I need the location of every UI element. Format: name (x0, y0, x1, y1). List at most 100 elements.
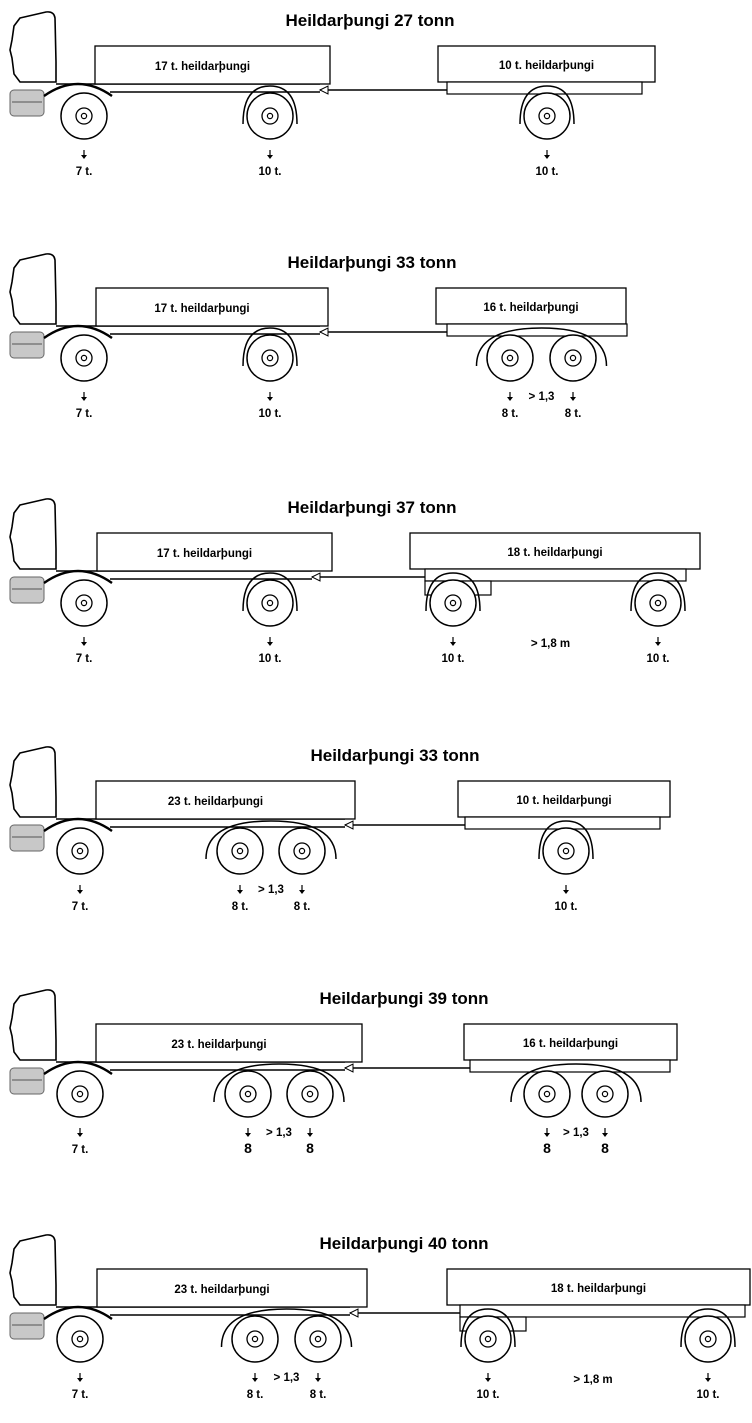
down-arrow-icon (563, 885, 569, 894)
combination-diagram: Heildarþungi 33 tonn 23 t. heildarþungi 10… (9, 746, 671, 913)
trailer-bed (464, 816, 661, 830)
wheel-icon (216, 827, 264, 875)
wheel-icon (684, 1315, 732, 1363)
trailer-axle-load: 10 t. (476, 1389, 499, 1401)
rear-axle-load: 10 t. (258, 653, 281, 665)
trailer-axle-load: 10 t. (535, 166, 558, 178)
trailer-axle-load: 8 (601, 1140, 609, 1156)
wheel-icon (634, 579, 682, 627)
trailer-box-label: 16 t. heildarþungi (523, 1038, 618, 1050)
truck-box-label: 17 t. heildarþungi (157, 548, 252, 560)
trailer-axle-load: 8 (543, 1140, 551, 1156)
trailer-box-label: 16 t. heildarþungi (483, 302, 578, 314)
down-arrow-icon (81, 150, 87, 159)
trailer-bed (446, 81, 643, 95)
trailer-axle-spacing: > 1,8 m (531, 638, 570, 650)
truck-load-box (95, 780, 356, 820)
down-arrow-icon (77, 1373, 83, 1382)
wheel-icon (286, 1070, 334, 1118)
tow-bar-arrow-icon (343, 1063, 470, 1073)
down-arrow-icon (544, 150, 550, 159)
down-arrow-icon (485, 1373, 491, 1382)
diagram-title: Heildarþungi 40 tonn (319, 1234, 488, 1253)
down-arrow-icon (705, 1373, 711, 1382)
rear-axle-load: 10 t. (258, 166, 281, 178)
down-arrow-icon (81, 637, 87, 646)
trailer-bed (446, 323, 628, 337)
truck-cab-icon (9, 253, 113, 359)
wheel-arch (519, 85, 575, 125)
truck-box-label: 17 t. heildarþungi (155, 61, 250, 73)
trailer-axle-load: 10 t. (554, 901, 577, 913)
diagram-title: Heildarþungi 27 tonn (285, 11, 454, 30)
diagram-title: Heildarþungi 33 tonn (287, 253, 456, 272)
wheel-arch (205, 820, 337, 860)
trailer-load-box (457, 780, 671, 818)
trailer-box-label: 18 t. heildarþungi (507, 547, 602, 559)
wheel-icon (60, 579, 108, 627)
wheel-arch (220, 1308, 353, 1348)
truck-load-box (96, 532, 333, 572)
trailer-box-label: 18 t. heildarþungi (551, 1283, 646, 1295)
rear-axle-spacing: > 1,3 (266, 1127, 292, 1139)
truck-load-box (96, 1268, 368, 1308)
wheel-icon (486, 334, 534, 382)
down-arrow-icon (544, 1128, 550, 1137)
diagram-title: Heildarþungi 37 tonn (287, 498, 456, 517)
diagram-title: Heildarþungi 39 tonn (319, 989, 488, 1008)
front-axle-load: 7 t. (72, 1144, 89, 1156)
trailer-box-label: 10 t. heildarþungi (499, 60, 594, 72)
combination-diagram: Heildarþungi 27 tonn 17 t. heildarþungi 10… (9, 11, 656, 178)
down-arrow-icon (570, 392, 576, 401)
trailer-axle-load: 10 t. (696, 1389, 719, 1401)
wheel-arch (425, 572, 481, 612)
front-axle-load: 7 t. (72, 1389, 89, 1401)
trailer-axle-spacing: > 1,8 m (573, 1374, 612, 1386)
rear-axle-spacing: > 1,3 (274, 1372, 300, 1384)
trailer-load-box (409, 532, 701, 570)
wheel-icon (278, 827, 326, 875)
down-arrow-icon (450, 637, 456, 646)
rear-axle-load: 8 t. (232, 901, 249, 913)
wheel-icon (56, 827, 104, 875)
down-arrow-icon (267, 392, 273, 401)
wheel-icon (246, 334, 294, 382)
tow-bar-arrow-icon (343, 820, 465, 830)
wheel-arch (680, 1308, 736, 1348)
truck-box-label: 17 t. heildarþungi (154, 303, 249, 315)
wheel-icon (56, 1315, 104, 1363)
wheel-icon (224, 1070, 272, 1118)
down-arrow-icon (77, 885, 83, 894)
rear-axle-load: 10 t. (258, 408, 281, 420)
wheel-icon (523, 1070, 571, 1118)
diagram-title: Heildarþungi 33 tonn (310, 746, 479, 765)
down-arrow-icon (252, 1373, 258, 1382)
truck-load-box (94, 45, 331, 85)
down-arrow-icon (245, 1128, 251, 1137)
down-arrow-icon (602, 1128, 608, 1137)
trailer-load-box (446, 1268, 751, 1306)
tow-bar-arrow-icon (348, 1308, 460, 1318)
wheel-icon (581, 1070, 629, 1118)
down-arrow-icon (81, 392, 87, 401)
wheel-arch (460, 1308, 516, 1348)
trailer-axle-load: 8 t. (502, 408, 519, 420)
down-arrow-icon (267, 150, 273, 159)
wheel-icon (60, 92, 108, 140)
truck-box-label: 23 t. heildarþungi (168, 796, 263, 808)
trailer-bed (469, 1059, 671, 1073)
tow-bar-arrow-icon (318, 85, 447, 95)
down-arrow-icon (315, 1373, 321, 1382)
front-axle-load: 7 t. (72, 901, 89, 913)
rear-axle-load: 8 t. (310, 1389, 327, 1401)
wheel-arch (242, 572, 298, 612)
wheel-icon (246, 579, 294, 627)
truck-load-box (95, 287, 329, 327)
wheel-arch (242, 327, 298, 367)
trailer-axle-load: 10 t. (646, 653, 669, 665)
down-arrow-icon (299, 885, 305, 894)
rear-axle-load: 8 t. (294, 901, 311, 913)
